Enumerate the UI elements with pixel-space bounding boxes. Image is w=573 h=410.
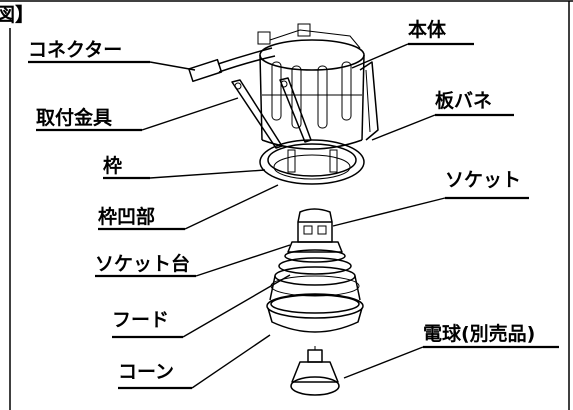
label-mounting-bracket: 取付金具 <box>36 106 112 129</box>
leader-socket-base <box>195 244 291 277</box>
label-frame: 枠 <box>103 154 122 177</box>
leaf-spring-illustration <box>359 61 379 141</box>
label-socket: ソケット <box>445 169 521 191</box>
leader-cone <box>191 334 271 389</box>
label-leaf-spring: 板バネ <box>435 89 492 112</box>
socket-base-illustration <box>284 241 346 263</box>
label-hood: フード <box>112 309 169 331</box>
leader-hood <box>182 274 291 338</box>
leader-mounting-bracket <box>141 97 239 131</box>
hood-illustration <box>269 257 361 301</box>
leader-body <box>351 43 409 69</box>
label-connector: コネクター <box>28 39 122 61</box>
bulb-illustration <box>290 346 340 396</box>
frame-illustration <box>259 139 365 185</box>
connector-illustration <box>188 47 276 83</box>
label-socket-base: ソケット台 <box>95 252 190 275</box>
leader-socket <box>332 197 446 227</box>
label-frame-recess: 枠凹部 <box>98 205 155 228</box>
label-body: 本体 <box>408 18 447 41</box>
cone-illustration <box>266 293 364 333</box>
leader-frame-recess <box>184 184 279 230</box>
leader-leaf-spring <box>371 114 436 141</box>
label-bulb: 電球(別売品) <box>423 322 535 345</box>
figure-title: 図】 <box>0 3 34 26</box>
socket-illustration <box>297 208 333 243</box>
leader-bulb <box>343 346 424 379</box>
label-cone: コーン <box>118 361 174 383</box>
leader-frame <box>149 169 266 179</box>
body-illustration <box>257 23 365 150</box>
leader-connector <box>149 61 196 71</box>
